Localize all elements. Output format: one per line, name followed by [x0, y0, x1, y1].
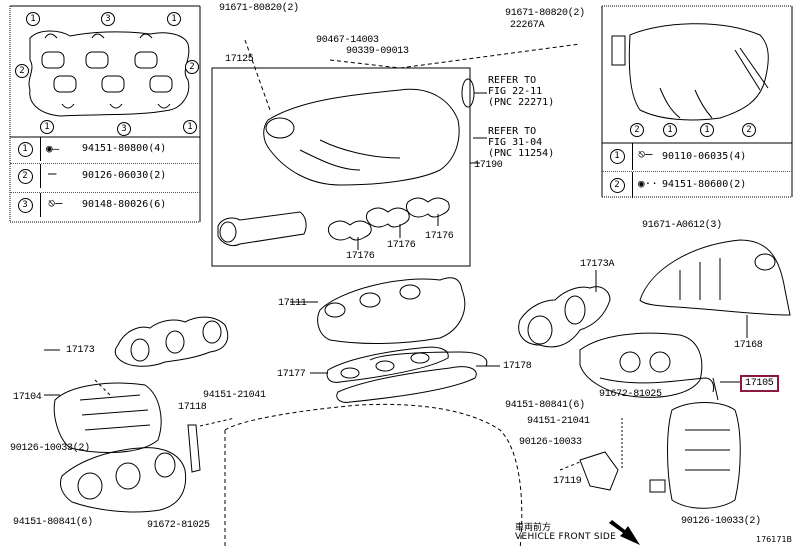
callout-1: 1 — [663, 123, 677, 137]
part-label-94151-21041[interactable]: 94151-21041 — [203, 390, 266, 401]
vehicle-front-label-jp: 車両前方 — [515, 523, 552, 533]
exhaust-manifold-left-drawing — [59, 447, 187, 513]
part-label-17176[interactable]: 17176 — [425, 231, 454, 242]
part-label-17190[interactable]: 17190 — [474, 160, 503, 171]
upper-intake-gasket-drawing — [28, 30, 190, 117]
legend-number: 3 — [17, 197, 33, 213]
intake-gaskets-drawing — [327, 197, 450, 250]
part-label-17119[interactable]: 17119 — [553, 476, 582, 487]
legend-number: 2 — [17, 168, 33, 184]
legend-number: 1 — [17, 141, 33, 157]
part-label-91671-80820[interactable]: 91671-80820(2) — [505, 8, 585, 19]
callout-2: 2 — [15, 64, 29, 78]
part-label-91671-A0612[interactable]: 91671-A0612(3) — [642, 220, 722, 231]
callout-1: 1 — [167, 12, 181, 26]
part-label-17105-highlighted[interactable]: 17105 — [740, 375, 779, 392]
part-label-91671-80820[interactable]: 91671-80820(2) — [219, 3, 299, 14]
callout-2: 2 — [630, 123, 644, 137]
part-label-17176[interactable]: 17176 — [387, 240, 416, 251]
nut-icon: ◉·· — [638, 177, 658, 190]
gasket-17173A-drawing — [518, 270, 611, 348]
bracket-17118-drawing — [187, 424, 201, 473]
part-label-94151-80841[interactable]: 94151-80841(6) — [13, 517, 93, 528]
figure-number: 176171B — [756, 535, 793, 544]
callout-2: 2 — [742, 123, 756, 137]
heat-insulator-drawing — [639, 239, 791, 338]
part-number[interactable]: 94151-80800(4) — [82, 143, 167, 154]
catalytic-converter-right-drawing — [649, 377, 741, 509]
legend-number: 2 — [609, 177, 625, 193]
bracket-17119-drawing — [579, 451, 619, 491]
intake-plenum-drawing — [611, 23, 769, 121]
part-label-90467-14003[interactable]: 90467-14003 — [316, 35, 379, 46]
part-number[interactable]: 90110-06035(4) — [662, 151, 747, 162]
part-label-22267A[interactable]: 22267A — [510, 20, 545, 31]
callout-3: 3 — [117, 122, 131, 136]
intake-manifold-drawing — [263, 78, 487, 186]
part-label-90126-10033[interactable]: 90126-10033(2) — [10, 443, 90, 454]
part-label-17104[interactable]: 17104 — [13, 392, 42, 403]
part-label-94151-21041[interactable]: 94151-21041 — [527, 416, 590, 427]
vehicle-front-arrow-icon — [609, 520, 640, 545]
throttle-body-drawing — [217, 211, 307, 247]
left-fastener-legend: 1 ◉— 94151-80800(4) 2 ― 90126-06030(2) 3… — [10, 137, 200, 222]
part-label-90126-10033[interactable]: 90126-10033 — [519, 437, 582, 448]
callout-1: 1 — [700, 123, 714, 137]
callout-1: 1 — [40, 120, 54, 134]
catalytic-converter-left-drawing — [53, 382, 162, 454]
bolt-icon: ⎋— — [48, 196, 63, 210]
part-label-17168[interactable]: 17168 — [734, 340, 763, 351]
legend-number: 1 — [609, 149, 625, 164]
callout-3: 3 — [101, 12, 115, 26]
part-number[interactable]: 90126-06030(2) — [82, 170, 167, 181]
part-label-90339-09013[interactable]: 90339-09013 — [346, 46, 409, 57]
part-label-17173[interactable]: 17173 — [66, 345, 95, 356]
legend-row: 1 ⎋— 90110-06035(4) — [602, 143, 792, 170]
callout-2: 2 — [185, 60, 199, 74]
part-label-17177[interactable]: 17177 — [277, 369, 306, 380]
part-label-91672-81025[interactable]: 91672-81025 — [147, 520, 210, 531]
part-label-17176[interactable]: 17176 — [346, 251, 375, 262]
legend-row: 1 ◉— 94151-80800(4) — [10, 137, 200, 161]
part-label-90126-10033[interactable]: 90126-10033(2) — [681, 516, 761, 527]
part-label-17178[interactable]: 17178 — [503, 361, 532, 372]
bolt-icon: ⎋— — [638, 147, 653, 161]
callout-1: 1 — [183, 120, 197, 134]
gasket-17177-drawing — [326, 346, 488, 403]
part-label-94151-80841[interactable]: 94151-80841(6) — [505, 400, 585, 411]
exhaust-manifold-right-drawing — [579, 332, 715, 398]
part-label-17118[interactable]: 17118 — [178, 402, 207, 413]
legend-row: 2 ◉·· 94151-80600(2) — [602, 171, 792, 198]
part-label-17173A[interactable]: 17173A — [580, 259, 615, 270]
right-fastener-legend: 1 ⎋— 90110-06035(4) 2 ◉·· 94151-80600(2) — [602, 143, 792, 198]
callout-1: 1 — [26, 12, 40, 26]
legend-row: 2 ― 90126-06030(2) — [10, 163, 200, 188]
engine-outline-drawing — [224, 403, 523, 549]
legend-row: 3 ⎋— 90148-80026(6) — [10, 192, 200, 217]
nut-icon: ◉— — [46, 142, 60, 155]
part-label-91672-81025[interactable]: 91672-81025 — [599, 389, 662, 400]
part-number[interactable]: 90148-80026(6) — [82, 199, 167, 210]
lower-intake-manifold-drawing — [317, 277, 466, 345]
part-label-17125[interactable]: 17125 — [225, 54, 254, 65]
part-label-17111[interactable]: 17111 — [278, 298, 307, 309]
gasket-17173-drawing — [114, 316, 229, 367]
vehicle-front-label: VEHICLE FRONT SIDE — [515, 532, 617, 542]
refer-note-11254: REFER TO FIG 31-04 (PNC 11254) — [488, 126, 555, 159]
refer-note-22271: REFER TO FIG 22-11 (PNC 22271) — [488, 75, 555, 108]
part-number[interactable]: 94151-80600(2) — [662, 179, 747, 190]
stud-icon: ― — [48, 166, 57, 182]
